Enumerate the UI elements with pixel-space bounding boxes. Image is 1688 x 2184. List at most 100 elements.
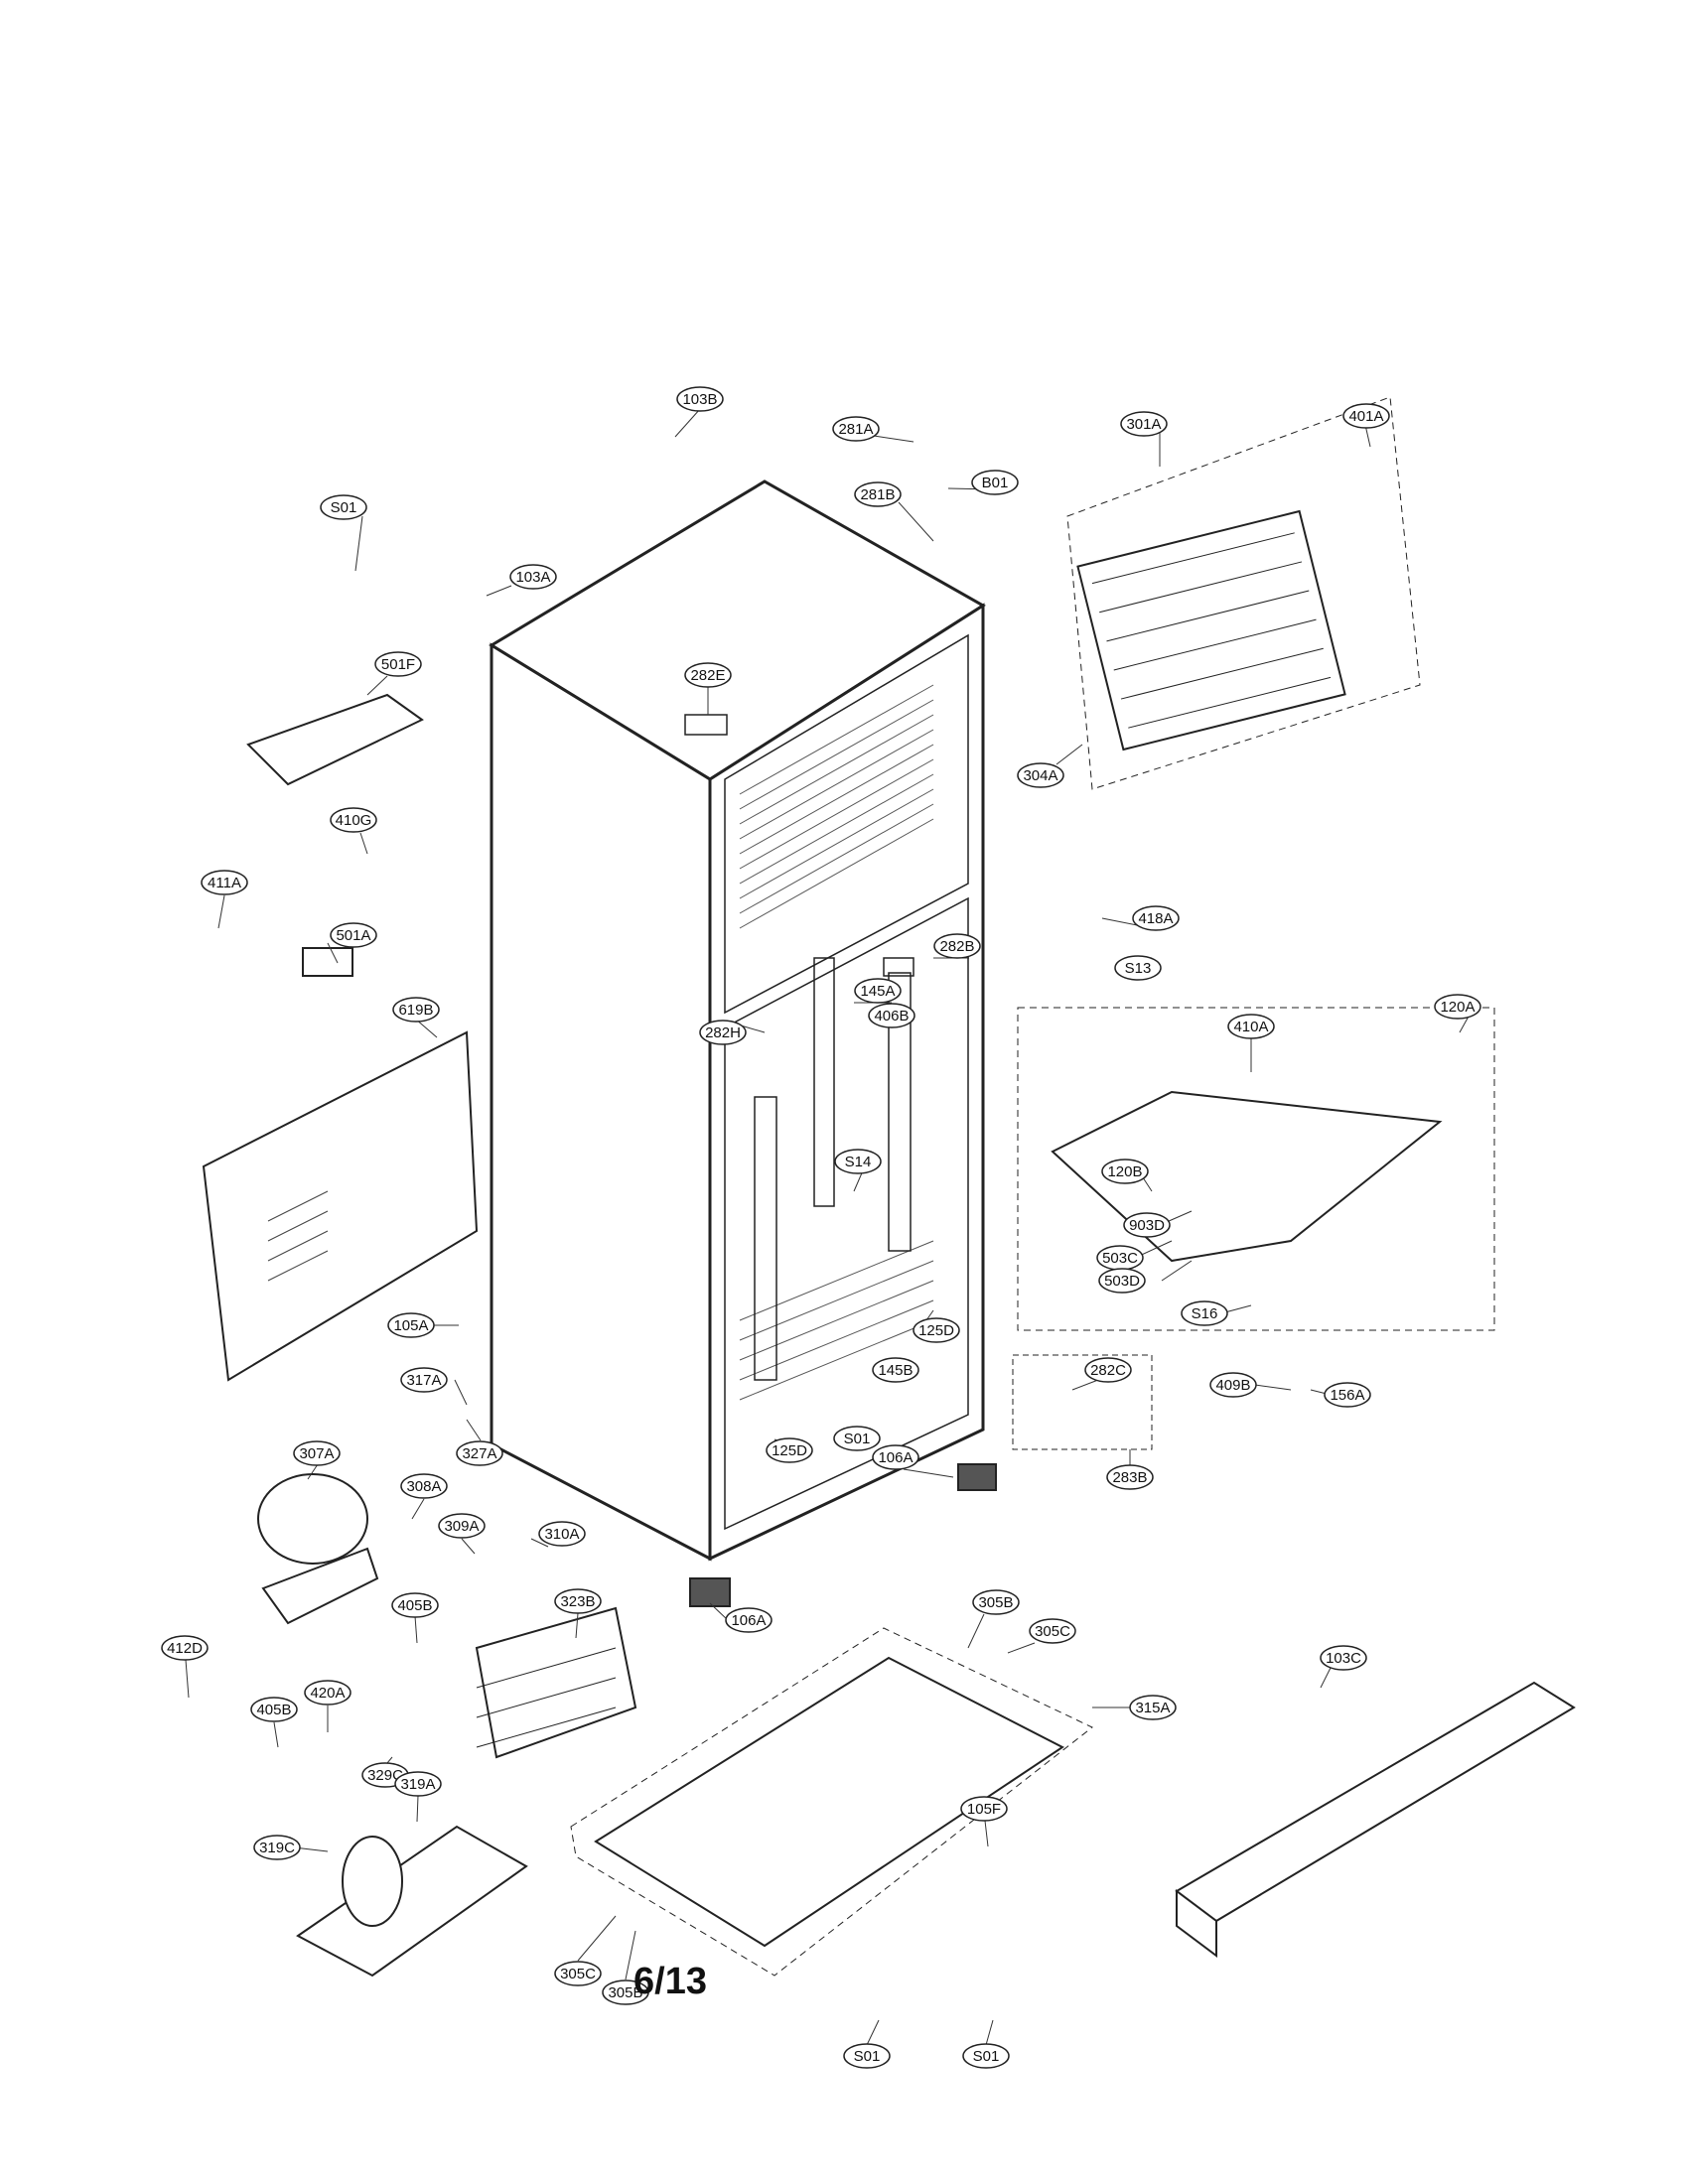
control-cover-501f	[246, 693, 424, 977]
part-callout-310a: 310A	[538, 1521, 586, 1547]
part-callout-s14: S14	[834, 1149, 882, 1174]
part-callout-106a: 106A	[725, 1607, 773, 1633]
callout-oval	[868, 1003, 915, 1028]
callout-oval	[1132, 905, 1180, 931]
part-callout-315a: 315A	[1129, 1695, 1177, 1720]
callout-oval	[1227, 1014, 1275, 1039]
part-number-label: 327A	[462, 1445, 496, 1462]
part-number-label: 411A	[208, 875, 241, 891]
part-callout-283b: 283B	[1106, 1464, 1154, 1490]
part-callout-305c: 305C	[554, 1961, 602, 1986]
callout-oval	[832, 416, 880, 442]
part-number-label: 282C	[1090, 1362, 1126, 1379]
part-number-label: S01	[331, 499, 357, 516]
part-callout-145b: 145B	[872, 1357, 919, 1383]
part-number-label: 106A	[878, 1449, 913, 1466]
callout-oval	[933, 933, 981, 959]
part-callout-903d: 903D	[1123, 1212, 1171, 1238]
part-callout-103b: 103B	[676, 386, 724, 412]
callout-oval	[392, 997, 440, 1023]
back-cover-304a	[202, 1030, 479, 1382]
part-number-label: 309A	[444, 1518, 479, 1535]
part-callout-410g: 410G	[330, 807, 377, 833]
part-callout-401a: 401A	[1342, 403, 1390, 429]
part-callout-103a: 103A	[509, 564, 557, 590]
part-number-label: 319A	[400, 1776, 435, 1793]
part-number-label: 307A	[299, 1445, 334, 1462]
callout-oval	[684, 662, 732, 688]
callout-oval	[554, 1588, 602, 1614]
part-number-label: 120B	[1107, 1163, 1142, 1180]
callout-oval	[509, 564, 557, 590]
part-number-label: 305C	[1035, 1623, 1070, 1640]
part-callout-405b: 405B	[250, 1697, 298, 1722]
callout-oval	[843, 2043, 891, 2069]
part-callout-308a: 308A	[400, 1473, 448, 1499]
callout-oval	[1209, 1372, 1257, 1398]
part-number-label: 105F	[967, 1801, 1001, 1818]
part-number-label: 103C	[1326, 1650, 1361, 1667]
page-number: 6/13	[633, 1961, 707, 2002]
part-number-label: 503C	[1102, 1250, 1138, 1267]
callout-oval	[833, 1426, 881, 1451]
part-number-label: 103A	[515, 569, 550, 586]
callout-oval	[374, 651, 422, 677]
callout-oval	[391, 1592, 439, 1618]
callout-oval	[253, 1835, 301, 1860]
part-number-label: 281B	[860, 486, 895, 503]
part-number-label: 619B	[398, 1002, 433, 1019]
callout-oval	[554, 1961, 602, 1986]
callout-oval	[1114, 955, 1162, 981]
callout-oval	[913, 1317, 960, 1343]
part-number-label: 125D	[918, 1322, 954, 1339]
part-callout-317a: 317A	[400, 1367, 448, 1393]
part-number-label: 120A	[1440, 999, 1475, 1016]
callout-oval	[161, 1635, 209, 1661]
part-number-label: 420A	[310, 1685, 345, 1702]
callout-oval	[1342, 403, 1390, 429]
part-number-label: 308A	[406, 1478, 441, 1495]
part-callout-503d: 503D	[1098, 1268, 1146, 1294]
part-callout-s13: S13	[1114, 955, 1162, 981]
part-callout-319a: 319A	[394, 1771, 442, 1797]
part-number-label: 304A	[1023, 767, 1057, 784]
callout-oval	[400, 1473, 448, 1499]
part-callout-b01: B01	[971, 470, 1019, 495]
part-callout-305b: 305B	[972, 1589, 1020, 1615]
callout-oval	[1123, 1212, 1171, 1238]
part-number-label: 106A	[731, 1612, 766, 1629]
callout-oval	[1324, 1382, 1371, 1408]
part-number-label: 410A	[1233, 1019, 1268, 1035]
part-callout-309a: 309A	[438, 1513, 486, 1539]
callout-oval	[854, 481, 902, 507]
part-callout-s16: S16	[1181, 1300, 1228, 1326]
part-number-label: 418A	[1138, 910, 1173, 927]
part-number-label: S16	[1192, 1305, 1218, 1322]
part-number-label: B01	[982, 475, 1009, 491]
callout-oval	[699, 1020, 747, 1045]
part-callout-156a: 156A	[1324, 1382, 1371, 1408]
callout-oval	[394, 1771, 442, 1797]
part-callout-501a: 501A	[330, 922, 377, 948]
duct-assembly-120a	[1017, 1007, 1495, 1331]
part-number-label: 412D	[167, 1640, 203, 1657]
callout-oval	[438, 1513, 486, 1539]
callout-oval	[1129, 1695, 1177, 1720]
part-number-label: 903D	[1129, 1217, 1165, 1234]
part-callout-305c: 305C	[1029, 1618, 1076, 1644]
part-callout-120a: 120A	[1434, 994, 1481, 1020]
part-callout-105f: 105F	[960, 1796, 1008, 1822]
part-number-label: 405B	[397, 1597, 432, 1614]
callout-oval	[1434, 994, 1481, 1020]
callout-oval	[972, 1589, 1020, 1615]
part-callout-503c: 503C	[1096, 1245, 1144, 1271]
part-number-label: S01	[844, 1431, 871, 1447]
callout-oval	[1029, 1618, 1076, 1644]
part-callout-s01: S01	[833, 1426, 881, 1451]
bracket-283b	[1012, 1354, 1153, 1450]
part-number-label: 305C	[560, 1966, 596, 1982]
part-number-label: 401A	[1348, 408, 1383, 425]
part-callout-s01: S01	[320, 494, 367, 520]
part-callout-405b: 405B	[391, 1592, 439, 1618]
